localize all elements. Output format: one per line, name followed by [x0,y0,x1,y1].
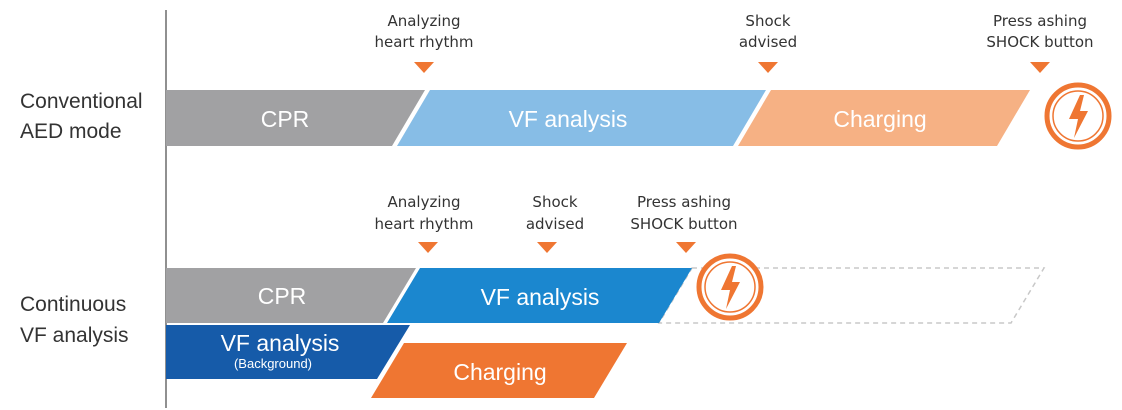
segment-cpr-continuous-label: CPR [258,283,307,309]
marker-analyzing-line2: heart rhythm [374,33,473,51]
segment-charging-continuous [371,343,627,398]
row-label-continuous-line1: Continuous [20,293,126,316]
marker-shock-advised-line1: Shock [745,12,790,30]
shock-lightning-icon [1044,82,1112,150]
segment-vf-analysis-continuous [387,268,692,323]
segment-charging [738,90,1030,146]
segment-cpr [166,90,425,146]
marker-analyzing-line1: Analyzing [387,12,460,30]
marker-press-shock-line2: SHOCK button [986,33,1093,51]
marker-shock-advised-continuous-arrow [537,242,557,253]
ghost-remaining-time-outline [657,267,1046,324]
marker-press-shock-continuous-line2: SHOCK button [630,215,737,233]
segment-vf-analysis-background-sublabel: (Background) [234,356,312,371]
marker-analyzing-continuous-line1: Analyzing [387,193,460,211]
marker-shock-advised-continuous-line1: Shock [532,193,577,211]
marker-analyzing-arrow [414,62,434,73]
marker-analyzing-continuous-line2: heart rhythm [374,215,473,233]
segment-vf-analysis-label: VF analysis [509,106,628,132]
marker-shock-advised-line2: advised [739,33,797,51]
segment-charging-label: Charging [833,106,926,132]
row-label-conventional-line1: Conventional [20,90,143,113]
segment-vf-analysis [397,90,766,146]
marker-analyzing-continuous-arrow [418,242,438,253]
marker-press-shock-continuous-line1: Press ashing [637,193,731,211]
row-label-conventional-line2: AED mode [20,120,122,143]
segment-cpr-label: CPR [261,106,310,132]
segment-vf-analysis-background [166,325,410,379]
marker-shock-advised-continuous-line2: advised [526,215,584,233]
marker-press-shock-line1: Press ashing [993,12,1087,30]
shock-lightning-icon [696,253,764,321]
row-label-continuous-line2: VF analysis [20,324,129,347]
segment-cpr-continuous [166,268,416,323]
segment-charging-continuous-label: Charging [453,359,546,385]
segment-vf-analysis-continuous-label: VF analysis [481,284,600,310]
marker-press-shock-arrow [1030,62,1050,73]
marker-press-shock-continuous-arrow [676,242,696,253]
marker-shock-advised-arrow [758,62,778,73]
segment-vf-analysis-background-label: VF analysis [221,330,340,356]
